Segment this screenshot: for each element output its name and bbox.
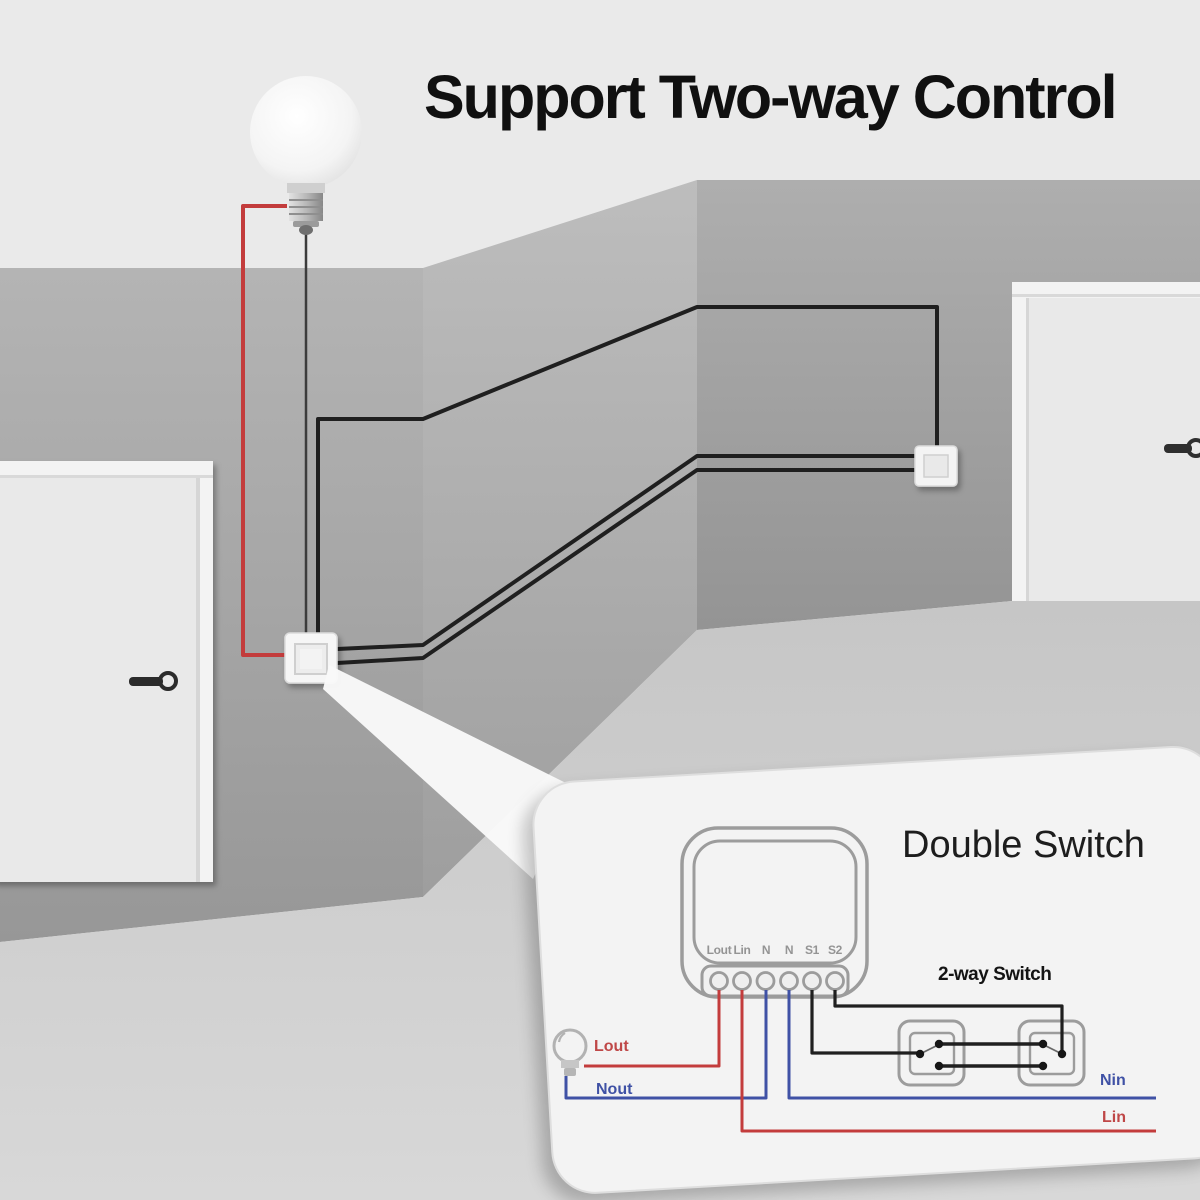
lout-wire (584, 990, 721, 1068)
smart-switch-module (680, 826, 869, 999)
wall-angled (423, 180, 697, 897)
s2-wire (833, 990, 1064, 1052)
door-handle-icon (1164, 438, 1200, 458)
terminal-label-s1: S1 (804, 943, 820, 957)
traveler-wire-2 (336, 468, 916, 665)
page-title: Support Two-way Control (424, 63, 1118, 131)
lout-label: Lout (594, 1038, 629, 1055)
wall-switch-left (284, 632, 338, 684)
terminal-label-lout: Lout (706, 943, 732, 957)
nout-wire (564, 990, 768, 1100)
two-way-switch-label: 2-way Switch (938, 964, 1052, 985)
nout-label: Nout (596, 1081, 633, 1098)
terminal-circles (709, 971, 845, 991)
terminal-label-s2: S2 (827, 943, 843, 957)
bulb-icon (552, 1028, 588, 1076)
door-handle-icon (129, 671, 178, 691)
s1-wire (810, 990, 920, 1055)
lin-wire (740, 990, 1156, 1133)
live-wire (241, 204, 287, 657)
lin-label: Lin (1102, 1109, 1126, 1126)
switch-contacts (915, 1039, 1067, 1071)
terminal-label-n2: N (784, 943, 794, 957)
terminal-label-lin: Lin (733, 943, 751, 957)
nin-label: Nin (1100, 1072, 1126, 1089)
nin-wire (787, 990, 1156, 1100)
light-bulb-icon (250, 76, 362, 235)
double-switch-label: Double Switch (902, 824, 1145, 866)
traveler-wire-1 (336, 454, 916, 651)
door-left (0, 461, 213, 882)
terminal-label-n1: N (761, 943, 771, 957)
door-right (1012, 282, 1200, 601)
wall-switch-right (914, 445, 958, 487)
switch-wire-main (316, 305, 939, 633)
zoom-beam (323, 665, 574, 879)
two-way-switch-right (1017, 1019, 1086, 1087)
two-way-switch-left (897, 1019, 966, 1087)
